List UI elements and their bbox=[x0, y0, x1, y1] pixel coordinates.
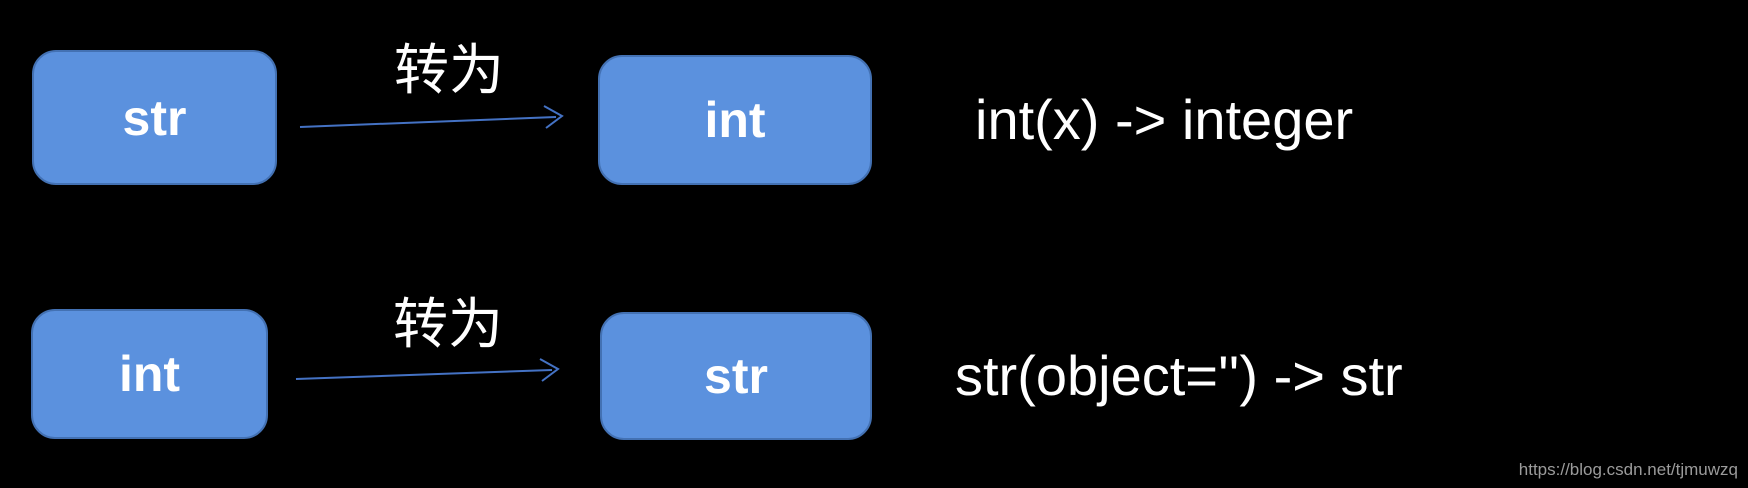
int-source-label: int bbox=[118, 346, 181, 402]
convert-arrow-label: 转为 bbox=[393, 293, 504, 355]
convert-arrow-label: 转为 bbox=[394, 39, 505, 101]
str-source-box: str bbox=[32, 50, 277, 185]
arrow-right-icon bbox=[299, 105, 564, 129]
str-source-label: str bbox=[122, 89, 187, 146]
int-signature-text: int(x) -> integer bbox=[975, 88, 1354, 151]
int-target-label: int bbox=[704, 92, 766, 148]
str-target-label: str bbox=[704, 348, 768, 404]
int-source-box: int bbox=[31, 309, 268, 439]
str-signature-text: str(object='') -> str bbox=[955, 344, 1403, 407]
int-target-box: int bbox=[598, 55, 872, 185]
watermark-url: https://blog.csdn.net/tjmuwzq bbox=[1518, 459, 1738, 479]
arrow-right-icon bbox=[295, 358, 560, 382]
str-target-box: str bbox=[600, 312, 872, 440]
